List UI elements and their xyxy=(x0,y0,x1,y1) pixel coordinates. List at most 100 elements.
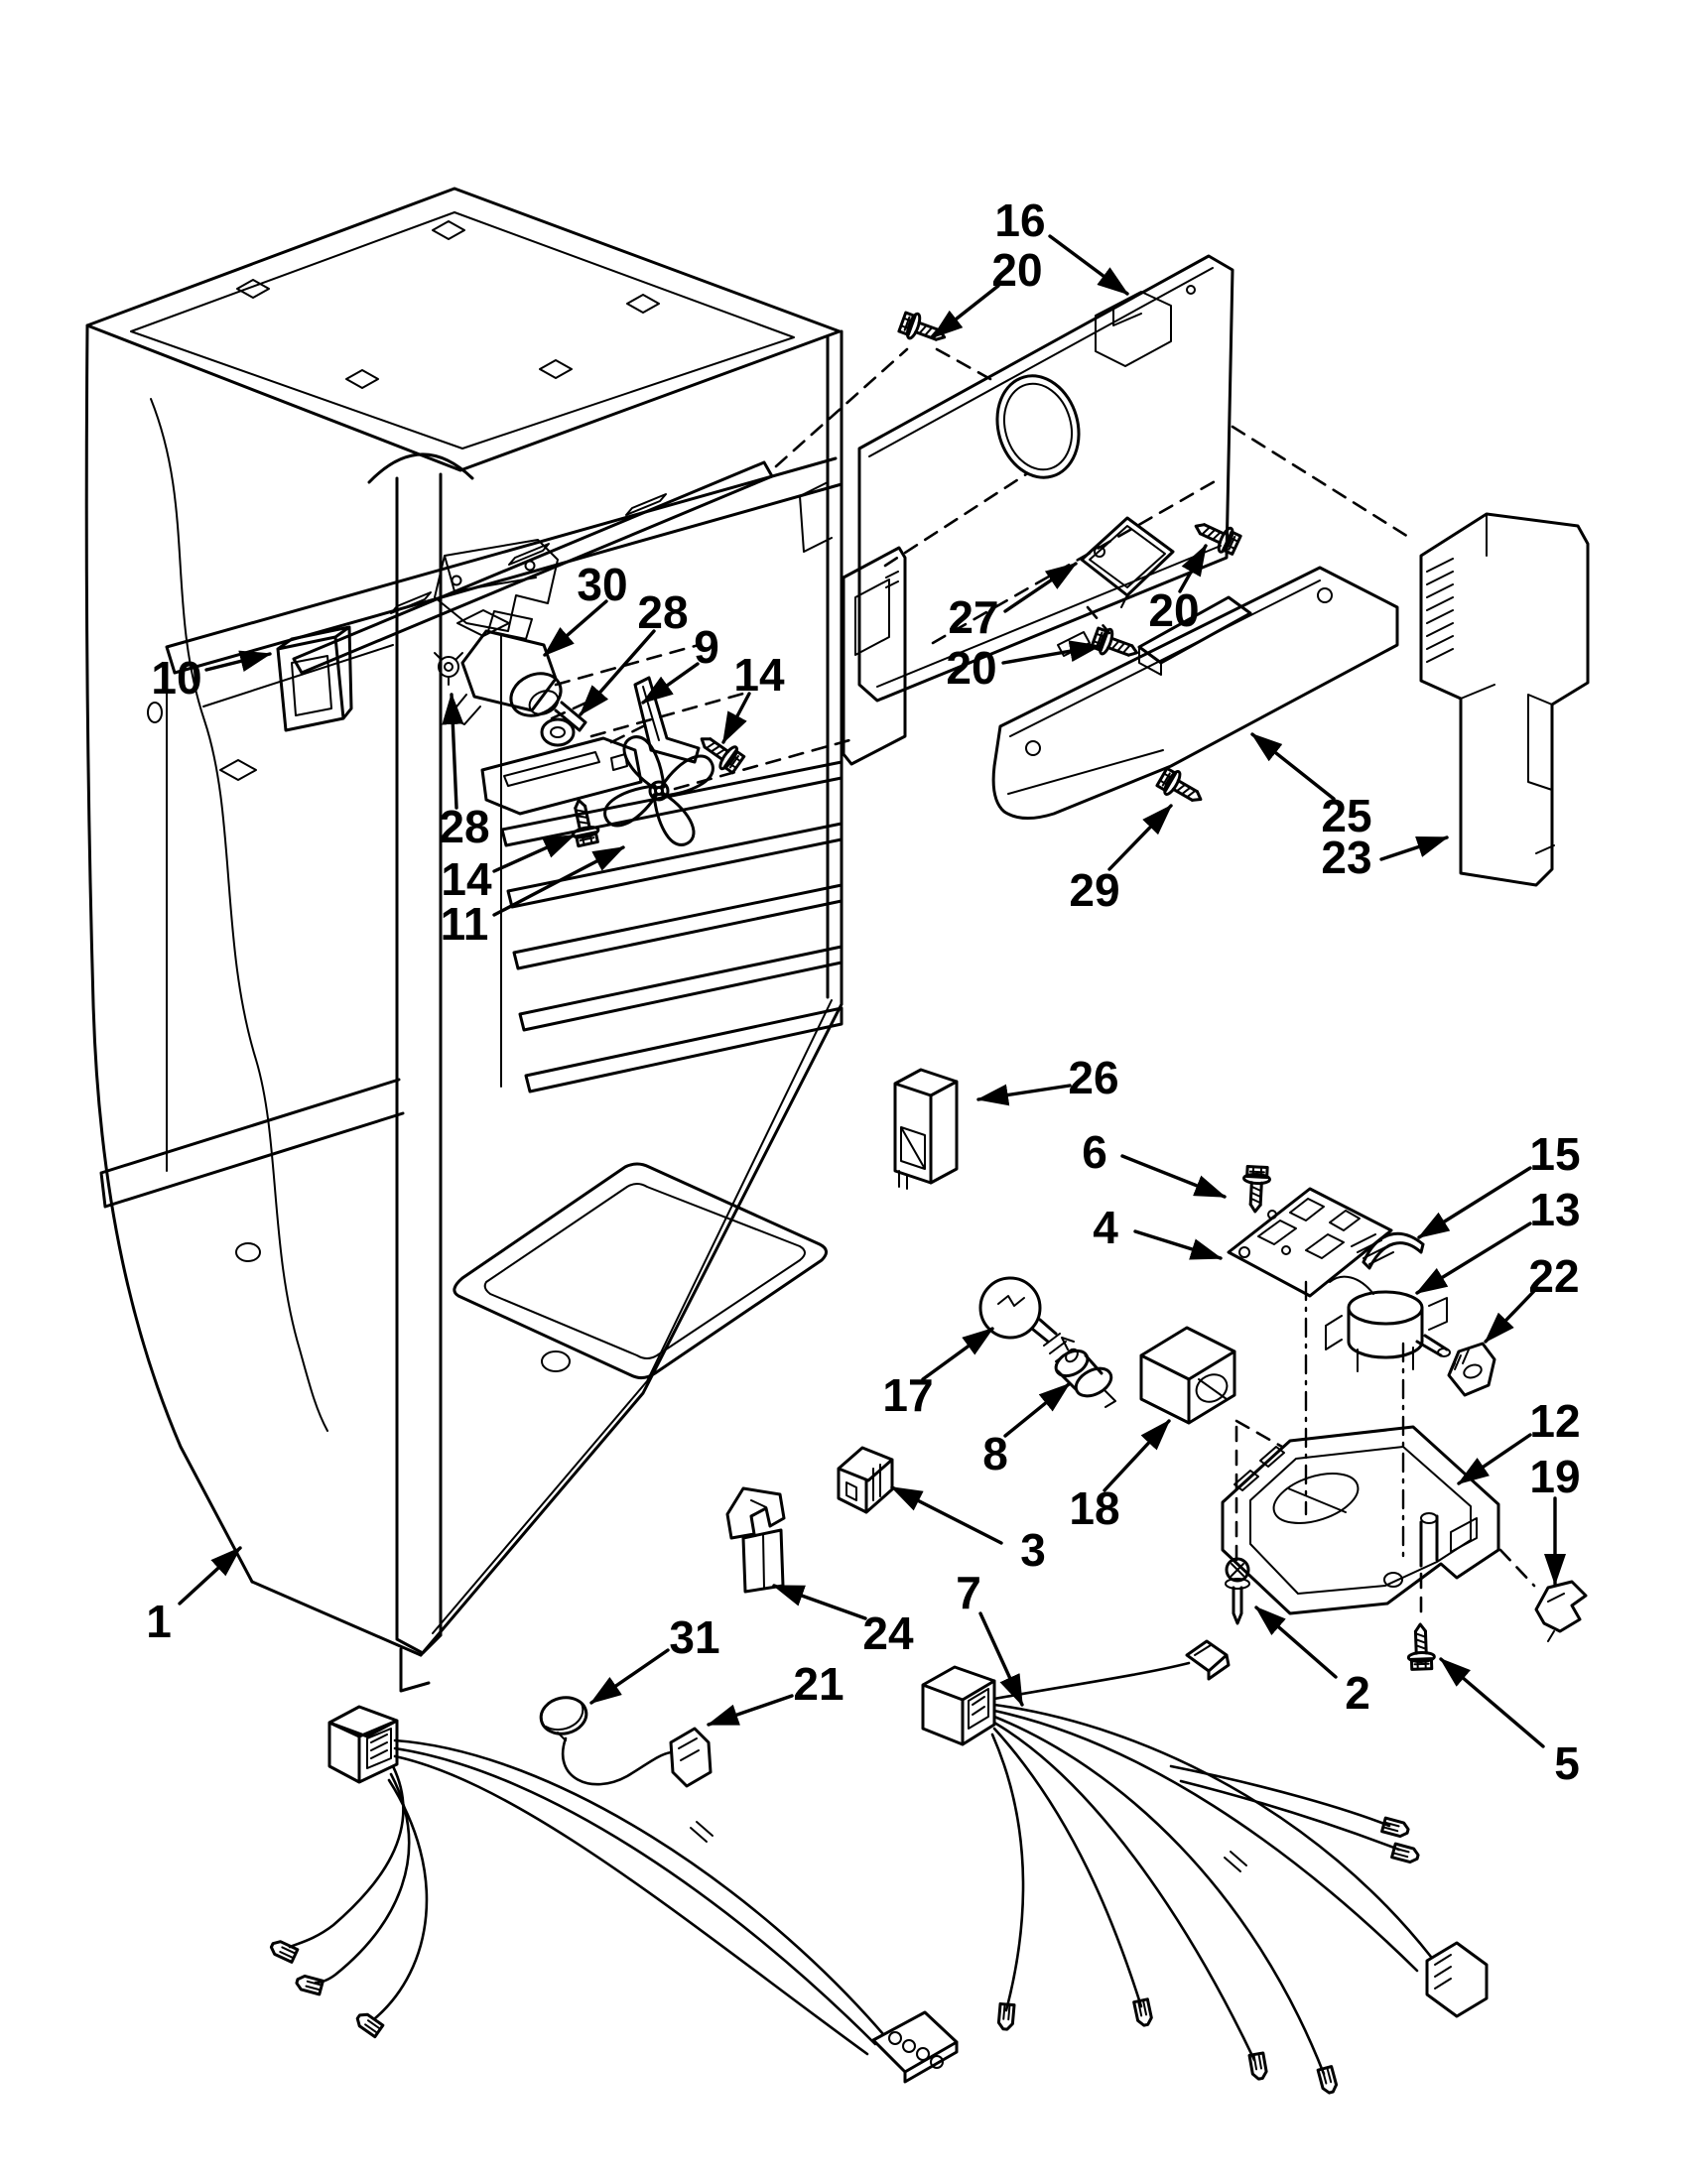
callout-label-9: 9 xyxy=(694,621,719,673)
callout-arrow-22 xyxy=(1484,1289,1536,1344)
control-box-drawing xyxy=(1221,1425,1500,1615)
callout-arrow-31 xyxy=(589,1648,670,1705)
thermostat-drawing xyxy=(1325,1275,1451,1372)
callout-label-1: 1 xyxy=(146,1596,172,1647)
callout-label-21: 21 xyxy=(793,1658,844,1710)
support-3-drawing xyxy=(837,1446,894,1514)
terminal-icon xyxy=(1380,1816,1411,1840)
callout-label-11: 11 xyxy=(441,898,489,950)
connector-21-drawing xyxy=(669,1727,713,1788)
callout-label-8: 8 xyxy=(982,1428,1008,1479)
defrost-bimetal-15-drawing xyxy=(1362,1231,1425,1270)
callout-label-31: 31 xyxy=(669,1611,719,1663)
callout-label-14: 14 xyxy=(441,853,492,905)
callout-arrow-25 xyxy=(1250,732,1336,801)
connector-end-drawing xyxy=(1425,1941,1489,2018)
callout-arrow-5 xyxy=(1439,1657,1545,1748)
callout-label-20: 20 xyxy=(1148,584,1199,636)
callout-label-20: 20 xyxy=(946,642,996,694)
screw-20-icon xyxy=(1189,512,1243,559)
control-housing-assembly-drawing xyxy=(725,1068,1588,1671)
callout-arrow-28 xyxy=(579,629,656,716)
screw-14-icon xyxy=(693,726,747,777)
terminal-icon xyxy=(1132,1997,1155,2028)
callout-arrow-30 xyxy=(543,599,608,657)
callout-arrow-24 xyxy=(772,1584,867,1620)
light-lens-drawing xyxy=(1139,1326,1236,1425)
fan-motor-drawing xyxy=(448,610,587,732)
callout-arrow-14 xyxy=(492,834,576,873)
callout-label-29: 29 xyxy=(1069,864,1119,916)
control-board-drawing xyxy=(1227,1187,1394,1298)
fan-blade-drawing xyxy=(603,735,714,846)
callout-arrow-20 xyxy=(931,284,1000,339)
callout-label-12: 12 xyxy=(1529,1395,1580,1447)
callout-label-23: 23 xyxy=(1321,832,1371,883)
screw-6-icon xyxy=(1240,1164,1272,1215)
thermistor-drawing xyxy=(1225,1557,1250,1625)
callout-arrow-3 xyxy=(890,1485,1003,1545)
callout-arrow-11 xyxy=(492,845,625,917)
callout-label-28: 28 xyxy=(439,801,489,852)
callout-label-17: 17 xyxy=(882,1369,933,1421)
callout-arrow-28 xyxy=(442,693,464,810)
evaporator-fan-assembly-drawing xyxy=(276,460,774,848)
callout-label-3: 3 xyxy=(1020,1524,1046,1576)
terminal-icon xyxy=(1390,1842,1421,1865)
callout-label-24: 24 xyxy=(862,1607,914,1659)
callout-arrow-13 xyxy=(1415,1221,1532,1295)
air-duct-cover-drawing xyxy=(991,566,1399,820)
callout-arrow-20 xyxy=(1178,544,1208,593)
callout-label-7: 7 xyxy=(956,1567,981,1618)
lamp-holder-24-drawing xyxy=(725,1486,786,1594)
callout-label-5: 5 xyxy=(1554,1737,1580,1789)
callout-arrow-18 xyxy=(1103,1419,1171,1492)
callout-arrow-15 xyxy=(1417,1166,1532,1239)
callout-arrow-26 xyxy=(976,1084,1072,1106)
callout-label-30: 30 xyxy=(577,559,627,610)
callout-arrow-17 xyxy=(921,1327,994,1381)
callout-arrow-20 xyxy=(1001,640,1102,665)
callout-arrow-29 xyxy=(1107,804,1173,871)
callout-label-13: 13 xyxy=(1529,1184,1580,1235)
screw-14-icon xyxy=(565,796,602,848)
callout-label-4: 4 xyxy=(1093,1202,1118,1253)
screw-5-icon xyxy=(1405,1622,1437,1671)
callout-label-15: 15 xyxy=(1529,1128,1580,1180)
callout-label-16: 16 xyxy=(994,194,1045,246)
callout-label-2: 2 xyxy=(1345,1667,1370,1719)
terminal-icon xyxy=(294,1973,325,1996)
callout-arrow-27 xyxy=(1003,562,1078,613)
callout-arrow-14 xyxy=(721,692,751,744)
bulb-socket-drawing xyxy=(1054,1337,1116,1408)
damper-control-drawing xyxy=(1419,512,1590,887)
connector-small-drawing xyxy=(1185,1639,1231,1681)
callout-arrow-21 xyxy=(707,1694,794,1727)
callout-arrow-1 xyxy=(178,1546,242,1606)
callout-label-22: 22 xyxy=(1528,1250,1579,1302)
callout-arrow-16 xyxy=(1048,234,1129,296)
callout-label-19: 19 xyxy=(1529,1451,1580,1502)
callout-label-18: 18 xyxy=(1069,1482,1119,1534)
terminal-icon xyxy=(1316,2065,1340,2096)
callout-label-25: 25 xyxy=(1321,790,1371,841)
callout-arrow-7 xyxy=(978,1611,1024,1707)
callout-arrow-4 xyxy=(1133,1229,1223,1260)
sensor-31-drawing xyxy=(539,1696,588,1741)
callout-arrow-12 xyxy=(1457,1433,1532,1485)
callout-arrow-23 xyxy=(1379,835,1449,861)
capacitor-26-drawing xyxy=(893,1068,959,1190)
control-knob-drawing xyxy=(1447,1342,1496,1397)
callout-label-26: 26 xyxy=(1068,1052,1118,1103)
screw-29-icon xyxy=(1153,764,1209,813)
callout-label-10: 10 xyxy=(151,652,201,704)
light-bulb-drawing xyxy=(978,1276,1079,1363)
callout-label-14: 14 xyxy=(733,649,785,701)
callout-label-6: 6 xyxy=(1082,1126,1107,1178)
callout-label-20: 20 xyxy=(991,244,1042,296)
wire-harness-right-drawing xyxy=(921,1639,1489,2096)
callout-arrow-10 xyxy=(204,650,272,672)
terminal-icon xyxy=(267,1937,300,1964)
